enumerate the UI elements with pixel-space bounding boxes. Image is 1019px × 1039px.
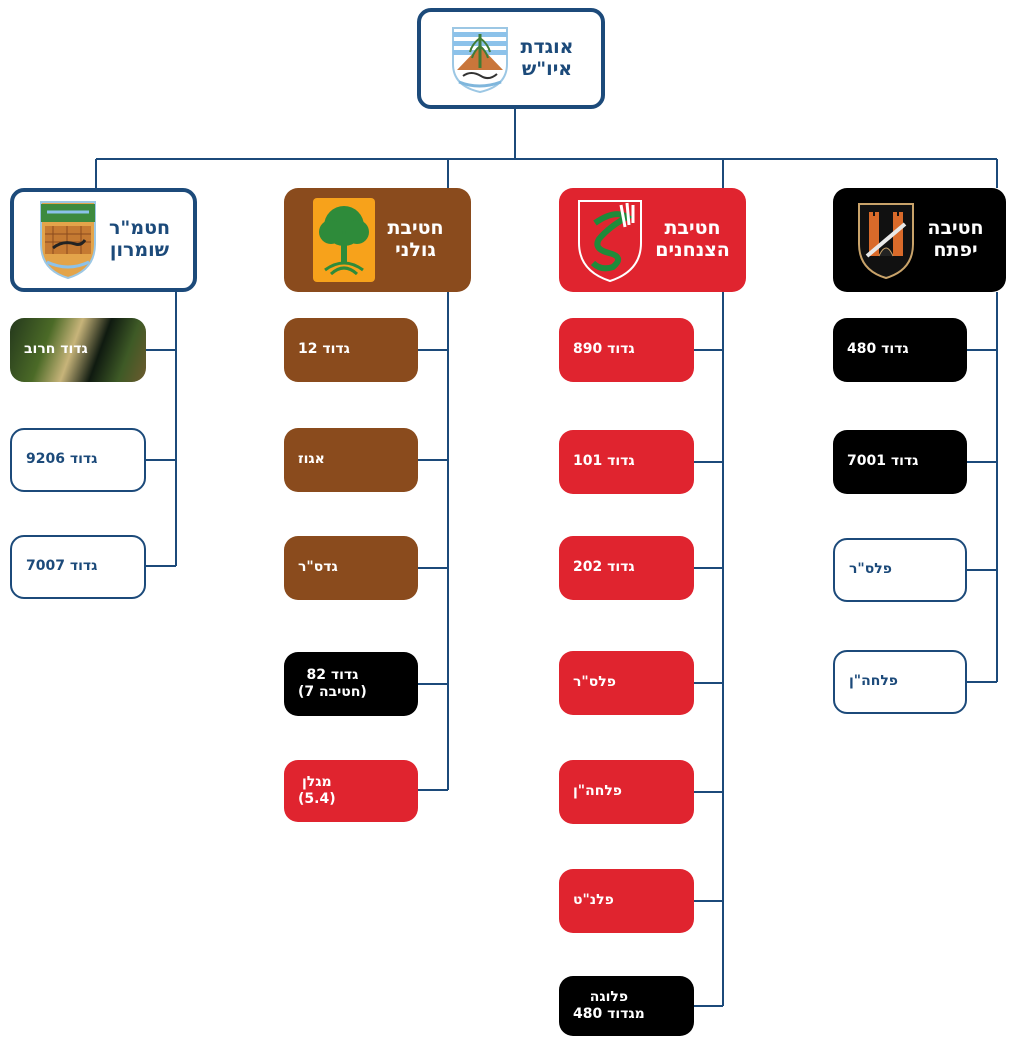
unit-label: גדוד 7007	[26, 558, 98, 575]
unit-label: מגלן	[301, 773, 332, 790]
unit-golani-3: גדס"ר	[284, 536, 418, 600]
unit-golani-1: גדוד 12	[284, 318, 418, 382]
brigade-golani-line2: גולני	[395, 239, 436, 261]
unit-label: גדוד 101	[573, 453, 635, 470]
paratroopers-brigade-emblem-icon	[578, 200, 643, 283]
unit-yiftach-1: גדוד 480	[833, 318, 967, 382]
unit-label: אגוז	[298, 451, 325, 468]
division-emblem-icon	[451, 26, 508, 93]
unit-label: פלחה"ן	[849, 673, 899, 690]
brigade-samaria-title: חטמ"ר שומרון	[108, 217, 171, 262]
unit-yiftach-4: פלחה"ן	[833, 650, 967, 714]
unit-samaria-1: גדוד חרוב	[10, 318, 146, 382]
unit-paratroopers-6: פלנ"ט	[559, 869, 694, 933]
division-title-line2: איו"ש	[521, 57, 573, 80]
unit-golani-2: אגוז	[284, 428, 418, 492]
unit-paratroopers-2: גדוד 101	[559, 430, 694, 494]
brigade-samaria: חטמ"ר שומרון	[10, 188, 197, 292]
yiftach-brigade-emblem-icon	[858, 203, 915, 280]
golani-brigade-emblem-icon	[313, 198, 376, 282]
division-title-line1: אוגדת	[520, 35, 574, 58]
unit-label: גדוד 12	[298, 341, 350, 358]
division-box: אוגדת איו"ש	[417, 8, 605, 109]
unit-yiftach-3: פלס"ר	[833, 538, 967, 602]
brigade-samaria-line2: שומרון	[109, 239, 170, 261]
unit-samaria-3: גדוד 7007	[10, 535, 146, 599]
brigade-yiftach-line2: יפתח	[933, 239, 978, 261]
unit-sublabel: (5.4)	[298, 791, 336, 807]
unit-sublabel: (חטיבה 7)	[298, 684, 367, 700]
unit-label: גדוד 9206	[26, 451, 98, 468]
unit-label: פלס"ר	[573, 674, 616, 691]
unit-label: גדוד 82	[306, 666, 359, 683]
unit-label: פלנ"ט	[573, 892, 614, 909]
brigade-yiftach-title: חטיבה יפתח	[927, 217, 984, 262]
unit-paratroopers-3: גדוד 202	[559, 536, 694, 600]
brigade-paratroopers-line2: הצנחנים	[655, 239, 730, 261]
unit-paratroopers-7: פלוגה מגדוד 480	[559, 976, 694, 1036]
unit-paratroopers-5: פלחה"ן	[559, 760, 694, 824]
unit-label: גדוד 480	[847, 341, 909, 358]
brigade-yiftach: חטיבה יפתח	[833, 188, 1006, 292]
unit-label: גדוד חרוב	[24, 341, 88, 358]
brigade-golani-line1: חטיבת	[387, 217, 444, 240]
unit-label: פלוגה	[589, 988, 629, 1005]
unit-label: פלחה"ן	[573, 783, 623, 800]
brigade-paratroopers-line1: חטיבת	[664, 217, 721, 240]
unit-label: גדס"ר	[298, 559, 338, 576]
brigade-golani: חטיבת גולני	[284, 188, 471, 292]
unit-yiftach-2: גדוד 7001	[833, 430, 967, 494]
unit-golani-5: מגלן (5.4)	[284, 760, 418, 822]
division-title: אוגדת איו"ש	[520, 35, 574, 81]
unit-samaria-2: גדוד 9206	[10, 428, 146, 492]
unit-label: גדוד 202	[573, 559, 635, 576]
brigade-yiftach-line1: חטיבה	[927, 217, 984, 240]
brigade-paratroopers: חטיבת הצנחנים	[559, 188, 746, 292]
unit-label: גדוד 890	[573, 341, 635, 358]
unit-paratroopers-4: פלס"ר	[559, 651, 694, 715]
brigade-paratroopers-title: חטיבת הצנחנים	[655, 217, 730, 262]
unit-sublabel: מגדוד 480	[573, 1006, 645, 1022]
unit-label: פלס"ר	[849, 561, 892, 578]
unit-paratroopers-1: גדוד 890	[559, 318, 694, 382]
brigade-samaria-line1: חטמ"ר	[108, 217, 171, 240]
unit-golani-4: גדוד 82 (חטיבה 7)	[284, 652, 418, 716]
unit-label: גדוד 7001	[847, 453, 919, 470]
brigade-golani-title: חטיבת גולני	[387, 217, 444, 262]
samaria-brigade-emblem-icon	[39, 201, 96, 280]
